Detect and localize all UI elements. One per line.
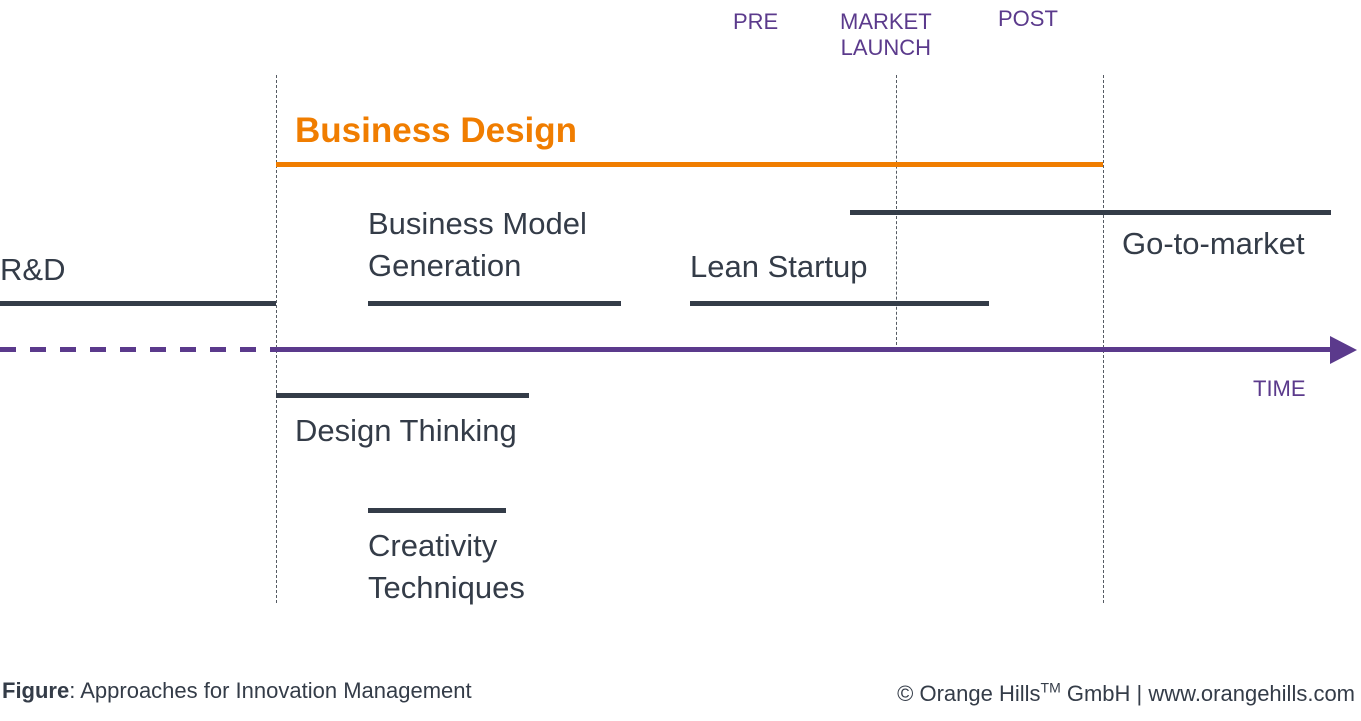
phase-label-pre: PRE — [733, 9, 779, 34]
business-model-generation-line1: Business Model — [368, 206, 587, 241]
business-design-bar — [276, 162, 1103, 167]
business-model-generation-bar — [368, 301, 621, 306]
creativity-techniques-line1: Creativity — [368, 528, 498, 563]
creativity-techniques-bar — [368, 508, 506, 513]
rnd-label: R&D — [0, 252, 66, 287]
phase-label-market-launch-line1: MARKET — [840, 9, 932, 34]
time-axis-dashed-segment — [0, 347, 270, 352]
business-model-generation-label: Business Model Generation — [368, 203, 587, 287]
figure-caption-label: Figure — [2, 678, 70, 703]
divider-post — [1103, 75, 1104, 603]
phase-label-post: POST — [998, 6, 1058, 31]
rnd-bar — [0, 301, 276, 306]
design-thinking-bar — [276, 393, 529, 398]
phase-label-market-launch-line2: LAUNCH — [840, 35, 932, 60]
time-axis-label: TIME — [1253, 376, 1306, 401]
business-design-title: Business Design — [295, 111, 578, 150]
phase-label-market-launch: MARKET LAUNCH — [840, 9, 932, 61]
time-axis-arrow-icon — [1330, 336, 1357, 364]
figure-caption: Figure: Approaches for Innovation Manage… — [2, 677, 472, 705]
copyright-notice: © Orange HillsTM GmbH | www.orangehills.… — [897, 680, 1355, 708]
design-thinking-label: Design Thinking — [295, 413, 517, 448]
copyright-prefix: © Orange Hills — [897, 681, 1041, 706]
lean-startup-label: Lean Startup — [690, 249, 868, 284]
divider-rnd-end — [276, 75, 277, 603]
trademark-mark: TM — [1040, 679, 1061, 696]
lean-startup-bar — [690, 301, 989, 306]
creativity-techniques-line2: Techniques — [368, 570, 525, 605]
time-axis-line — [270, 347, 1332, 352]
creativity-techniques-label: Creativity Techniques — [368, 525, 525, 609]
go-to-market-label: Go-to-market — [1122, 226, 1305, 261]
go-to-market-bar — [850, 210, 1331, 215]
figure-caption-text: : Approaches for Innovation Management — [69, 678, 472, 703]
copyright-suffix: GmbH | www.orangehills.com — [1060, 681, 1355, 706]
business-model-generation-line2: Generation — [368, 248, 522, 283]
